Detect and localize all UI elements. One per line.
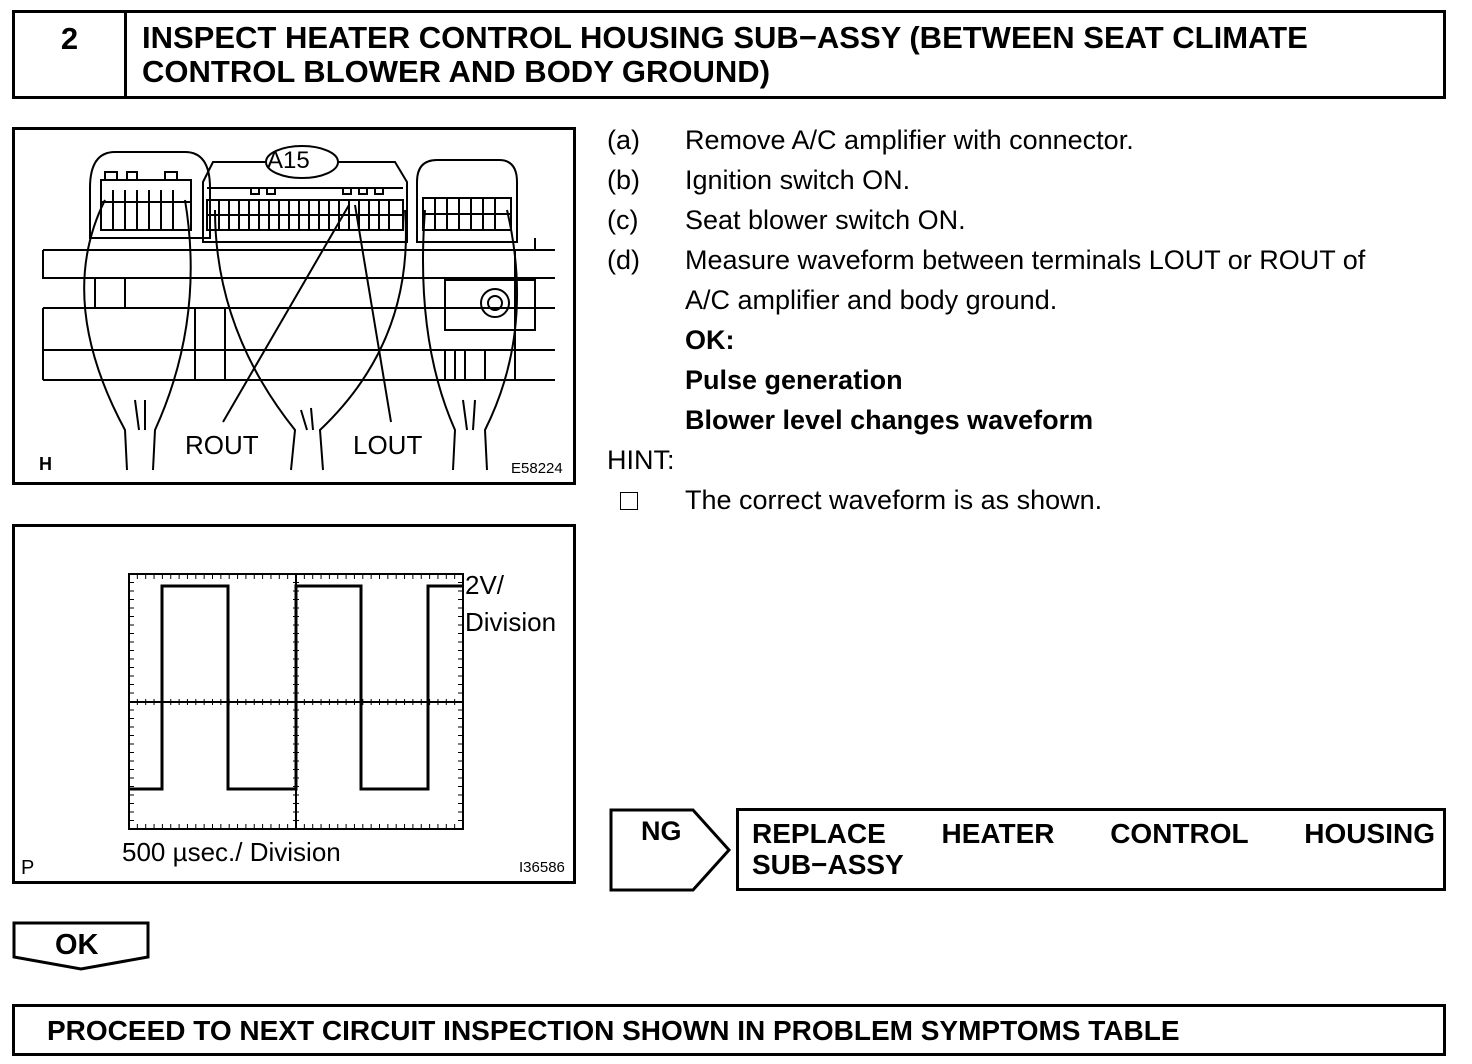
step-title-line2: CONTROL BLOWER AND BODY GROUND) <box>142 54 771 89</box>
ok-arrow-icon <box>12 921 150 971</box>
step-d: (d) Measure waveform between terminals L… <box>607 245 1467 315</box>
ng-action-word: HEATER <box>941 818 1055 849</box>
step-text-continued: A/C amplifier and body ground. <box>685 285 1058 315</box>
volts-per-division-line1: 2V/ <box>465 570 505 600</box>
step-title-line1: INSPECT HEATER CONTROL HOUSING SUB−ASSY … <box>142 20 1308 55</box>
ng-action-word: REPLACE <box>752 818 886 849</box>
ng-action-box: REPLACE HEATER CONTROL HOUSING SUB−ASSY <box>736 808 1446 891</box>
ng-action-line2: SUB−ASSY <box>752 849 904 880</box>
figure-code: I36586 <box>519 859 565 876</box>
step-b: (b) Ignition switch ON. <box>607 165 1457 195</box>
next-action-box: PROCEED TO NEXT CIRCUIT INSPECTION SHOWN… <box>12 1004 1446 1056</box>
step-label: (c) <box>607 205 639 235</box>
ng-action-word: HOUSING <box>1304 818 1435 849</box>
step-text: Seat blower switch ON. <box>685 205 966 235</box>
volts-per-division-line2: Division <box>465 607 557 637</box>
figure-code: E58224 <box>511 460 563 477</box>
ok-label: OK <box>55 929 99 961</box>
ng-label: NG <box>641 816 682 846</box>
step-label: (d) <box>607 245 640 275</box>
next-action-text: PROCEED TO NEXT CIRCUIT INSPECTION SHOWN… <box>47 1015 1180 1046</box>
waveform-illustration: 2V/ Division 500 µsec./ Division P I3658… <box>12 524 576 884</box>
ng-arrow-icon <box>609 808 732 892</box>
step-text: Ignition switch ON. <box>685 165 911 195</box>
step-title: INSPECT HEATER CONTROL HOUSING SUB−ASSY … <box>142 21 1432 89</box>
figure-corner-letter: H <box>39 454 52 474</box>
step-c: (c) Seat blower switch ON. <box>607 205 1457 235</box>
step-number: 2 <box>15 13 127 96</box>
ng-action-line1: REPLACE HEATER CONTROL HOUSING <box>752 818 1435 850</box>
connector-id-label: A15 <box>267 147 310 174</box>
step-header: 2 INSPECT HEATER CONTROL HOUSING SUB−ASS… <box>12 10 1446 99</box>
step-label: (a) <box>607 125 640 155</box>
square-wave <box>129 584 463 791</box>
ok-criteria-line2: Blower level changes waveform <box>685 405 1094 435</box>
time-per-division: 500 µsec./ Division <box>122 837 341 867</box>
hint-item: The correct waveform is as shown. <box>685 485 1103 515</box>
waveform-plot <box>128 573 464 830</box>
bullet-square-icon <box>620 492 638 510</box>
ng-action-word: CONTROL <box>1110 818 1249 849</box>
step-text: Remove A/C amplifier with connector. <box>685 125 1134 155</box>
lout-label: LOUT <box>353 430 423 460</box>
rout-label: ROUT <box>185 430 259 460</box>
step-label: (b) <box>607 165 640 195</box>
connector-illustration: A15 ROUT LOUT H E58224 <box>12 127 576 485</box>
connector-drawing <box>42 145 555 471</box>
figure-corner-letter: P <box>21 857 35 879</box>
step-a: (a) Remove A/C amplifier with connector. <box>607 125 1457 155</box>
hint-heading: HINT: <box>607 445 675 475</box>
ok-criteria-line1: Pulse generation <box>685 365 903 395</box>
ok-criteria-heading: OK: <box>685 325 735 355</box>
step-text: Measure waveform between terminals LOUT … <box>685 245 1366 275</box>
